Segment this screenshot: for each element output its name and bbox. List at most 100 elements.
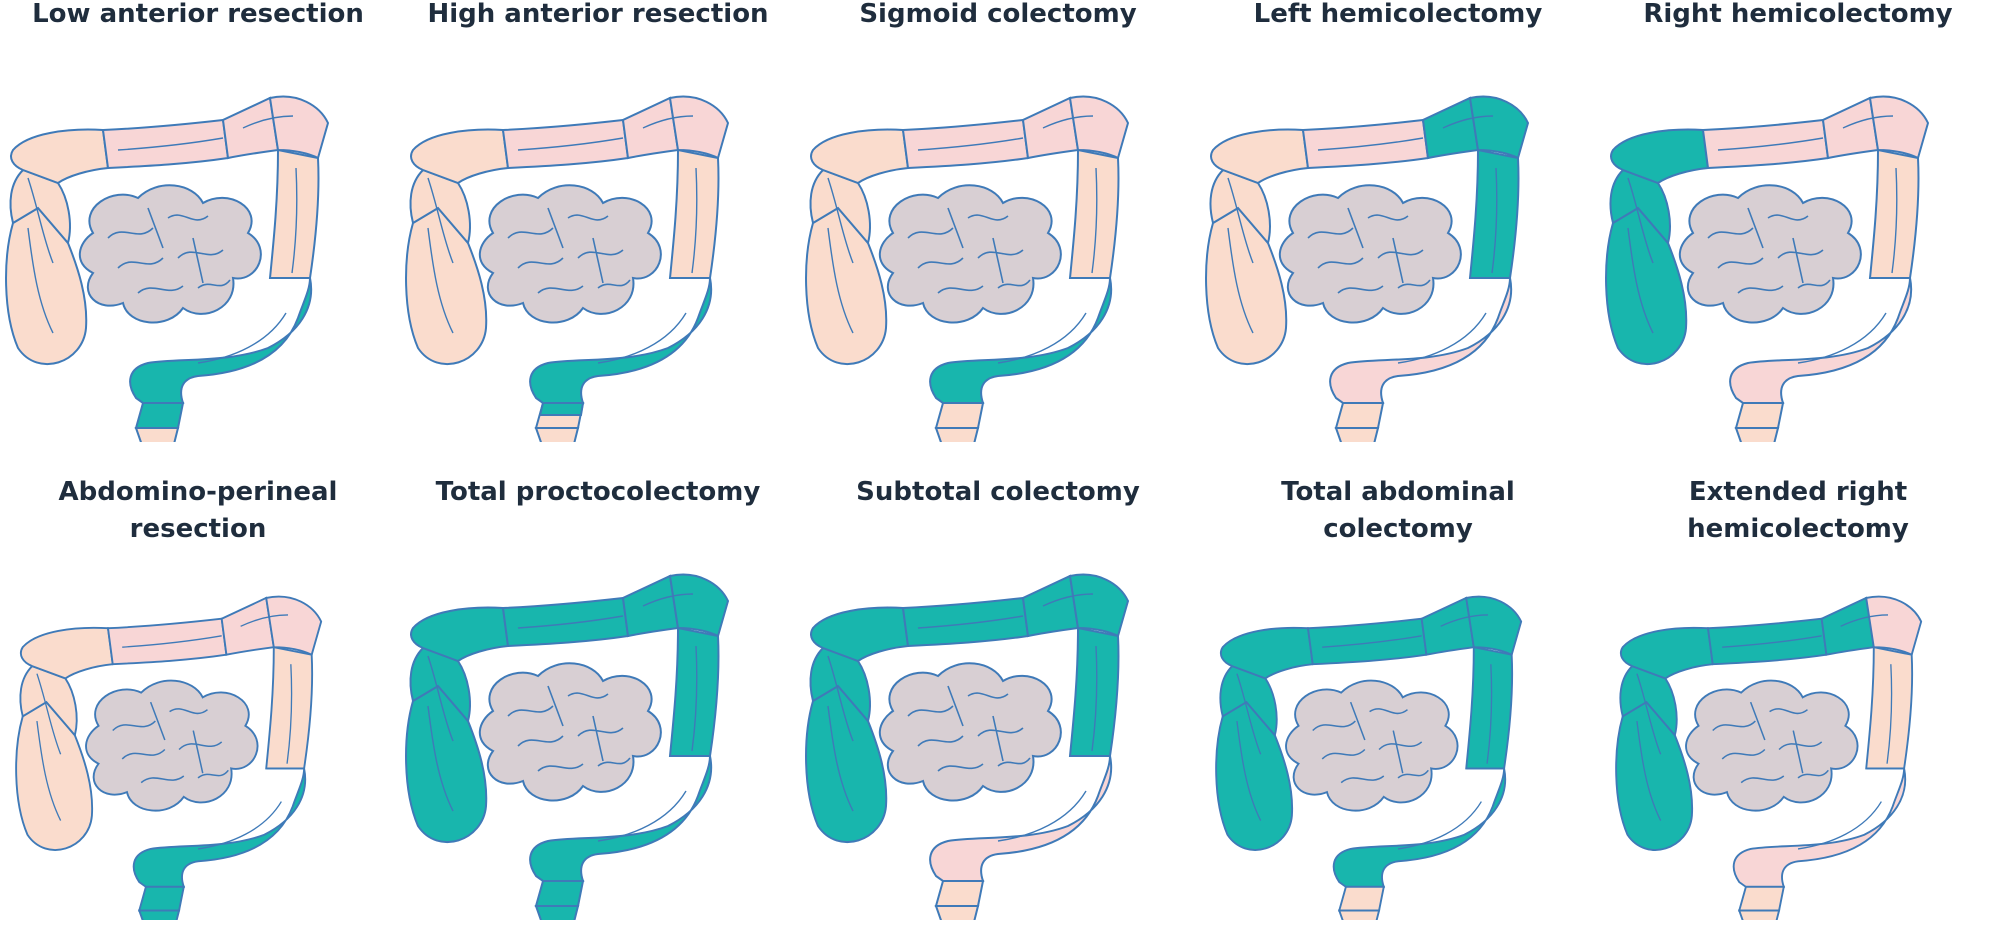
haustra-lines [36,614,293,850]
transverse-colon-left-segment [221,96,280,160]
colon-diagram [405,573,730,920]
cecum-segment [1205,206,1288,366]
small-bowel [1278,184,1462,324]
sigmoid-colon-segment [1332,767,1507,888]
procedure-panel: High anterior resection [398,0,798,462]
haustra-lines [427,115,698,364]
procedure-title-line: Extended right [1688,477,1908,507]
colon-diagram [1605,95,1930,442]
cecum-segment [405,206,488,366]
splenic-flexure-segment [1465,595,1523,657]
colon-diagram [805,573,1130,920]
small-bowel [78,184,262,324]
anus-segment [1737,909,1781,920]
sigmoid-colon-segment [1329,277,1513,404]
hepatic-flexure-segment [1219,626,1314,680]
sigmoid-colon-segment [1729,277,1913,404]
splenic-flexure-segment [1868,95,1930,160]
procedure-title: Right hemicolectomy [1598,0,1998,33]
procedure-title-line: Right hemicolectomy [1643,0,1953,29]
procedure-title: Low anterior resection [0,0,398,33]
rectum-segment [934,880,985,907]
procedure-title-line: Subtotal colectomy [856,477,1140,507]
transverse-colon-right-segment [1706,617,1828,666]
transverse-colon-left-segment [220,596,275,656]
procedure-title: Sigmoid colectomy [798,0,1198,33]
procedure-title-line: Sigmoid colectomy [859,0,1137,29]
anus-segment [1334,427,1380,442]
hepatic-flexure-segment [810,128,910,185]
transverse-colon-left-segment [1021,96,1080,160]
small-bowel [1685,679,1859,812]
procedure-panel: Sigmoid colectomy [798,0,1198,462]
haustra-lines [827,593,1098,842]
haustra-lines [1636,614,1893,850]
procedure-panel: Right hemicolectomy [1598,0,1998,462]
upper-rectum-segment [538,402,585,416]
hepatic-flexure-segment [1619,626,1714,680]
transverse-colon-left-segment [621,574,680,638]
sigmoid-colon-segment [1732,767,1907,888]
haustra-lines [27,115,298,364]
splenic-flexure-segment [268,95,330,160]
splenic-flexure-segment [265,595,323,657]
rectum-segment [1338,885,1385,912]
splenic-flexure-segment [668,573,730,638]
haustra-lines [827,115,1098,364]
procedure-panel: Abdomino-perineal resection [0,477,398,940]
procedure-title: High anterior resection [398,0,798,33]
hepatic-flexure-segment [1610,128,1710,185]
splenic-flexure-segment [1468,95,1530,160]
sigmoid-colon-segment [929,755,1113,882]
procedure-panel: Subtotal colectomy [798,477,1198,940]
haustra-lines [1236,614,1493,850]
procedure-title-line: resection [129,514,267,544]
transverse-colon-right-segment [901,596,1030,648]
cecum-segment [1215,700,1294,851]
transverse-colon-right-segment [1306,617,1428,666]
transverse-colon-left-segment [1421,96,1480,160]
cecum-segment [805,684,888,844]
rectum-segment [138,885,185,912]
small-bowel [878,184,1062,324]
procedure-panel: Low anterior resection [0,0,398,462]
small-bowel [85,679,259,812]
procedure-title-line: Total proctocolectomy [435,477,761,507]
rectum-segment [534,880,585,907]
small-bowel [1285,679,1459,812]
transverse-colon-right-segment [106,617,228,666]
colon-diagram [15,595,323,920]
anus-segment [934,905,980,920]
sigmoid-colon-segment [529,755,713,882]
procedure-title-line: Abdomino-perineal [58,477,338,507]
anus-segment [534,427,580,442]
sigmoid-colon-segment [132,767,307,888]
transverse-colon-left-segment [621,96,680,160]
transverse-colon-right-segment [1301,118,1430,170]
rectum-segment [934,402,985,429]
anus-segment [1337,909,1381,920]
transverse-colon-left-segment [1820,596,1875,656]
cecum-segment [805,206,888,366]
procedure-title: Abdomino-perineal resection [0,474,398,548]
colon-diagram [1205,95,1530,442]
hepatic-flexure-segment [410,606,510,663]
transverse-colon-left-segment [1021,574,1080,638]
procedure-panel: Total proctocolectomy [398,477,798,940]
rectum-segment [1734,402,1785,429]
haustra-lines [1227,115,1498,364]
colon-diagram [1215,595,1523,920]
procedure-title: Left hemicolectomy [1198,0,1598,33]
hepatic-flexure-segment [810,606,910,663]
anus-segment [134,427,180,442]
transverse-colon-left-segment [1821,96,1880,160]
small-bowel [478,662,662,802]
splenic-flexure-segment [1865,595,1923,657]
hepatic-flexure-segment [10,128,110,185]
cecum-segment [15,700,94,851]
procedure-title-line: colectomy [1323,514,1473,544]
sigmoid-colon-segment [529,277,713,404]
procedure-title: Total proctocolectomy [398,474,798,511]
rectum-segment [134,402,185,429]
